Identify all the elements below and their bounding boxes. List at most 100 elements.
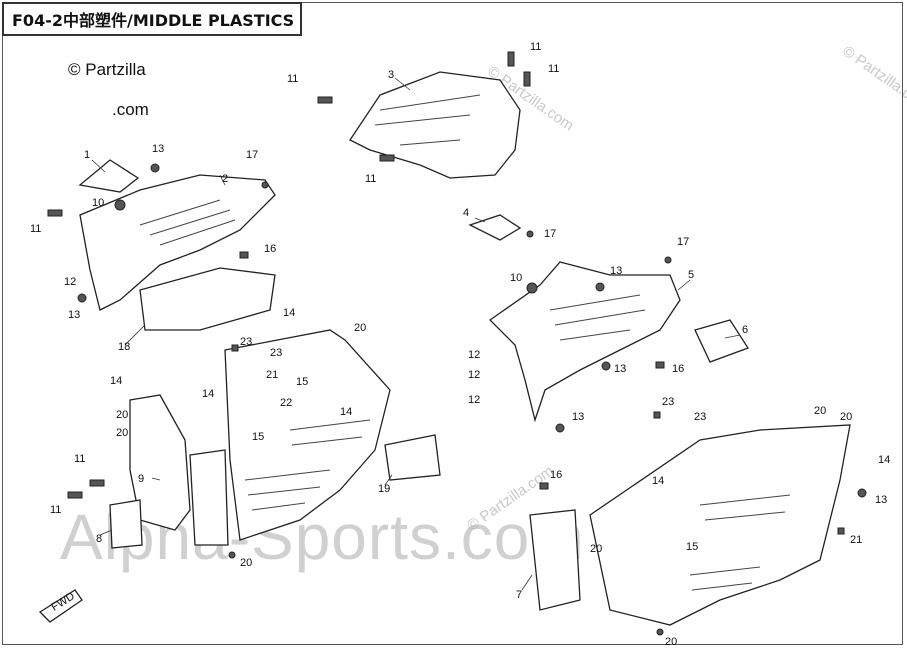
copyright-brand: Partzilla [85,60,146,79]
nut-23 [231,344,239,352]
callout-3: 3 [388,69,394,81]
part-1-panel [78,159,140,193]
part-9-left-footwell [129,394,191,531]
copyright-line2: .com [112,100,149,119]
bolt-13 [601,361,611,371]
callout-19: 19 [378,483,390,495]
callout-12: 12 [468,394,480,406]
callout-6: 6 [742,324,748,336]
part-2-left-fender [79,174,276,311]
callout-23: 23 [662,396,674,408]
part-9-splash-guard [189,449,229,546]
callout-21: 21 [266,369,278,381]
callout-11: 11 [365,173,376,185]
clip-16 [239,251,249,259]
bolt-13 [595,282,605,292]
callout-15: 15 [252,431,264,443]
callout-13: 13 [875,494,887,506]
clip-10 [526,282,538,294]
callout-2: 2 [222,173,228,185]
callout-5: 5 [688,269,694,281]
screw-17 [526,230,534,238]
part-3-tank-cover [349,71,521,179]
callout-10-right: 10 [510,272,522,284]
part-3-detail [374,94,481,146]
callout-9: 9 [138,473,144,485]
callout-23: 23 [270,347,282,359]
callout-20: 20 [116,427,128,439]
callout-17: 17 [677,236,689,248]
callout-8: 8 [96,533,102,545]
callout-17: 17 [246,149,258,161]
callout-11: 11 [548,63,559,75]
bolt-11 [317,96,333,104]
bolt-11 [89,479,105,487]
screw-17 [664,256,672,264]
callout-11: 11 [287,73,298,85]
callout-13: 13 [152,143,164,155]
nut-21 [837,527,845,535]
callout-20: 20 [814,405,826,417]
bolt-11 [523,71,531,87]
left-floorboard-grip [244,419,371,511]
copyright-symbol: © [68,60,81,79]
screw-17 [261,181,269,189]
bolt-13 [150,163,160,173]
callout-16: 16 [550,469,562,481]
callout-13: 13 [610,265,622,277]
clip-16 [539,482,549,490]
callout-11: 11 [50,504,61,516]
callout-20: 20 [240,557,252,569]
clip-10 [114,199,126,211]
callout-21: 21 [850,534,862,546]
callout-16: 16 [264,243,276,255]
callout-12: 12 [64,276,76,288]
left-floorboard [224,329,391,541]
part-5-right-fender [488,261,681,423]
callout-20: 20 [665,636,677,648]
callout-20: 20 [840,411,852,423]
callout-11: 11 [74,453,85,465]
right-floorboard-grip [689,494,791,591]
callout-7: 7 [516,589,522,601]
clip-20 [656,628,664,636]
callout-15: 15 [296,376,308,388]
bolt-11 [67,491,83,499]
fwd-arrow [38,589,83,623]
copyright-line1: © Partzilla [68,60,146,80]
part-5-detail [549,294,646,341]
callout-14: 14 [340,406,352,418]
callout-12: 12 [468,349,480,361]
fasteners [47,51,867,636]
callout-14: 14 [202,388,214,400]
bolt-11 [47,209,63,217]
callout-13: 13 [614,363,626,375]
callout-1: 1 [84,149,90,161]
callout-20: 20 [116,409,128,421]
bolt-13 [77,293,87,303]
callout-16: 16 [672,363,684,375]
part-7-right-splash-guard [529,509,581,611]
bolt-13 [555,423,565,433]
callout-4: 4 [463,207,469,219]
callout-14: 14 [110,375,122,387]
callout-14: 14 [283,307,295,319]
callout-20: 20 [354,322,366,334]
callout-14: 14 [652,475,664,487]
callout-10-left: 10 [92,197,104,209]
bolt-11 [507,51,515,67]
callout-13: 13 [572,411,584,423]
bolt-13 [857,488,867,498]
callout-11: 11 [30,223,41,235]
clip-20 [228,551,236,559]
callout-11: 11 [530,41,541,53]
callout-23: 23 [694,411,706,423]
part-8-small-guard [109,499,143,549]
nut-23 [653,411,661,419]
bolt-11 [379,154,395,162]
callout-15: 15 [686,541,698,553]
part-2-detail [139,199,236,246]
right-floorboard [589,424,851,626]
